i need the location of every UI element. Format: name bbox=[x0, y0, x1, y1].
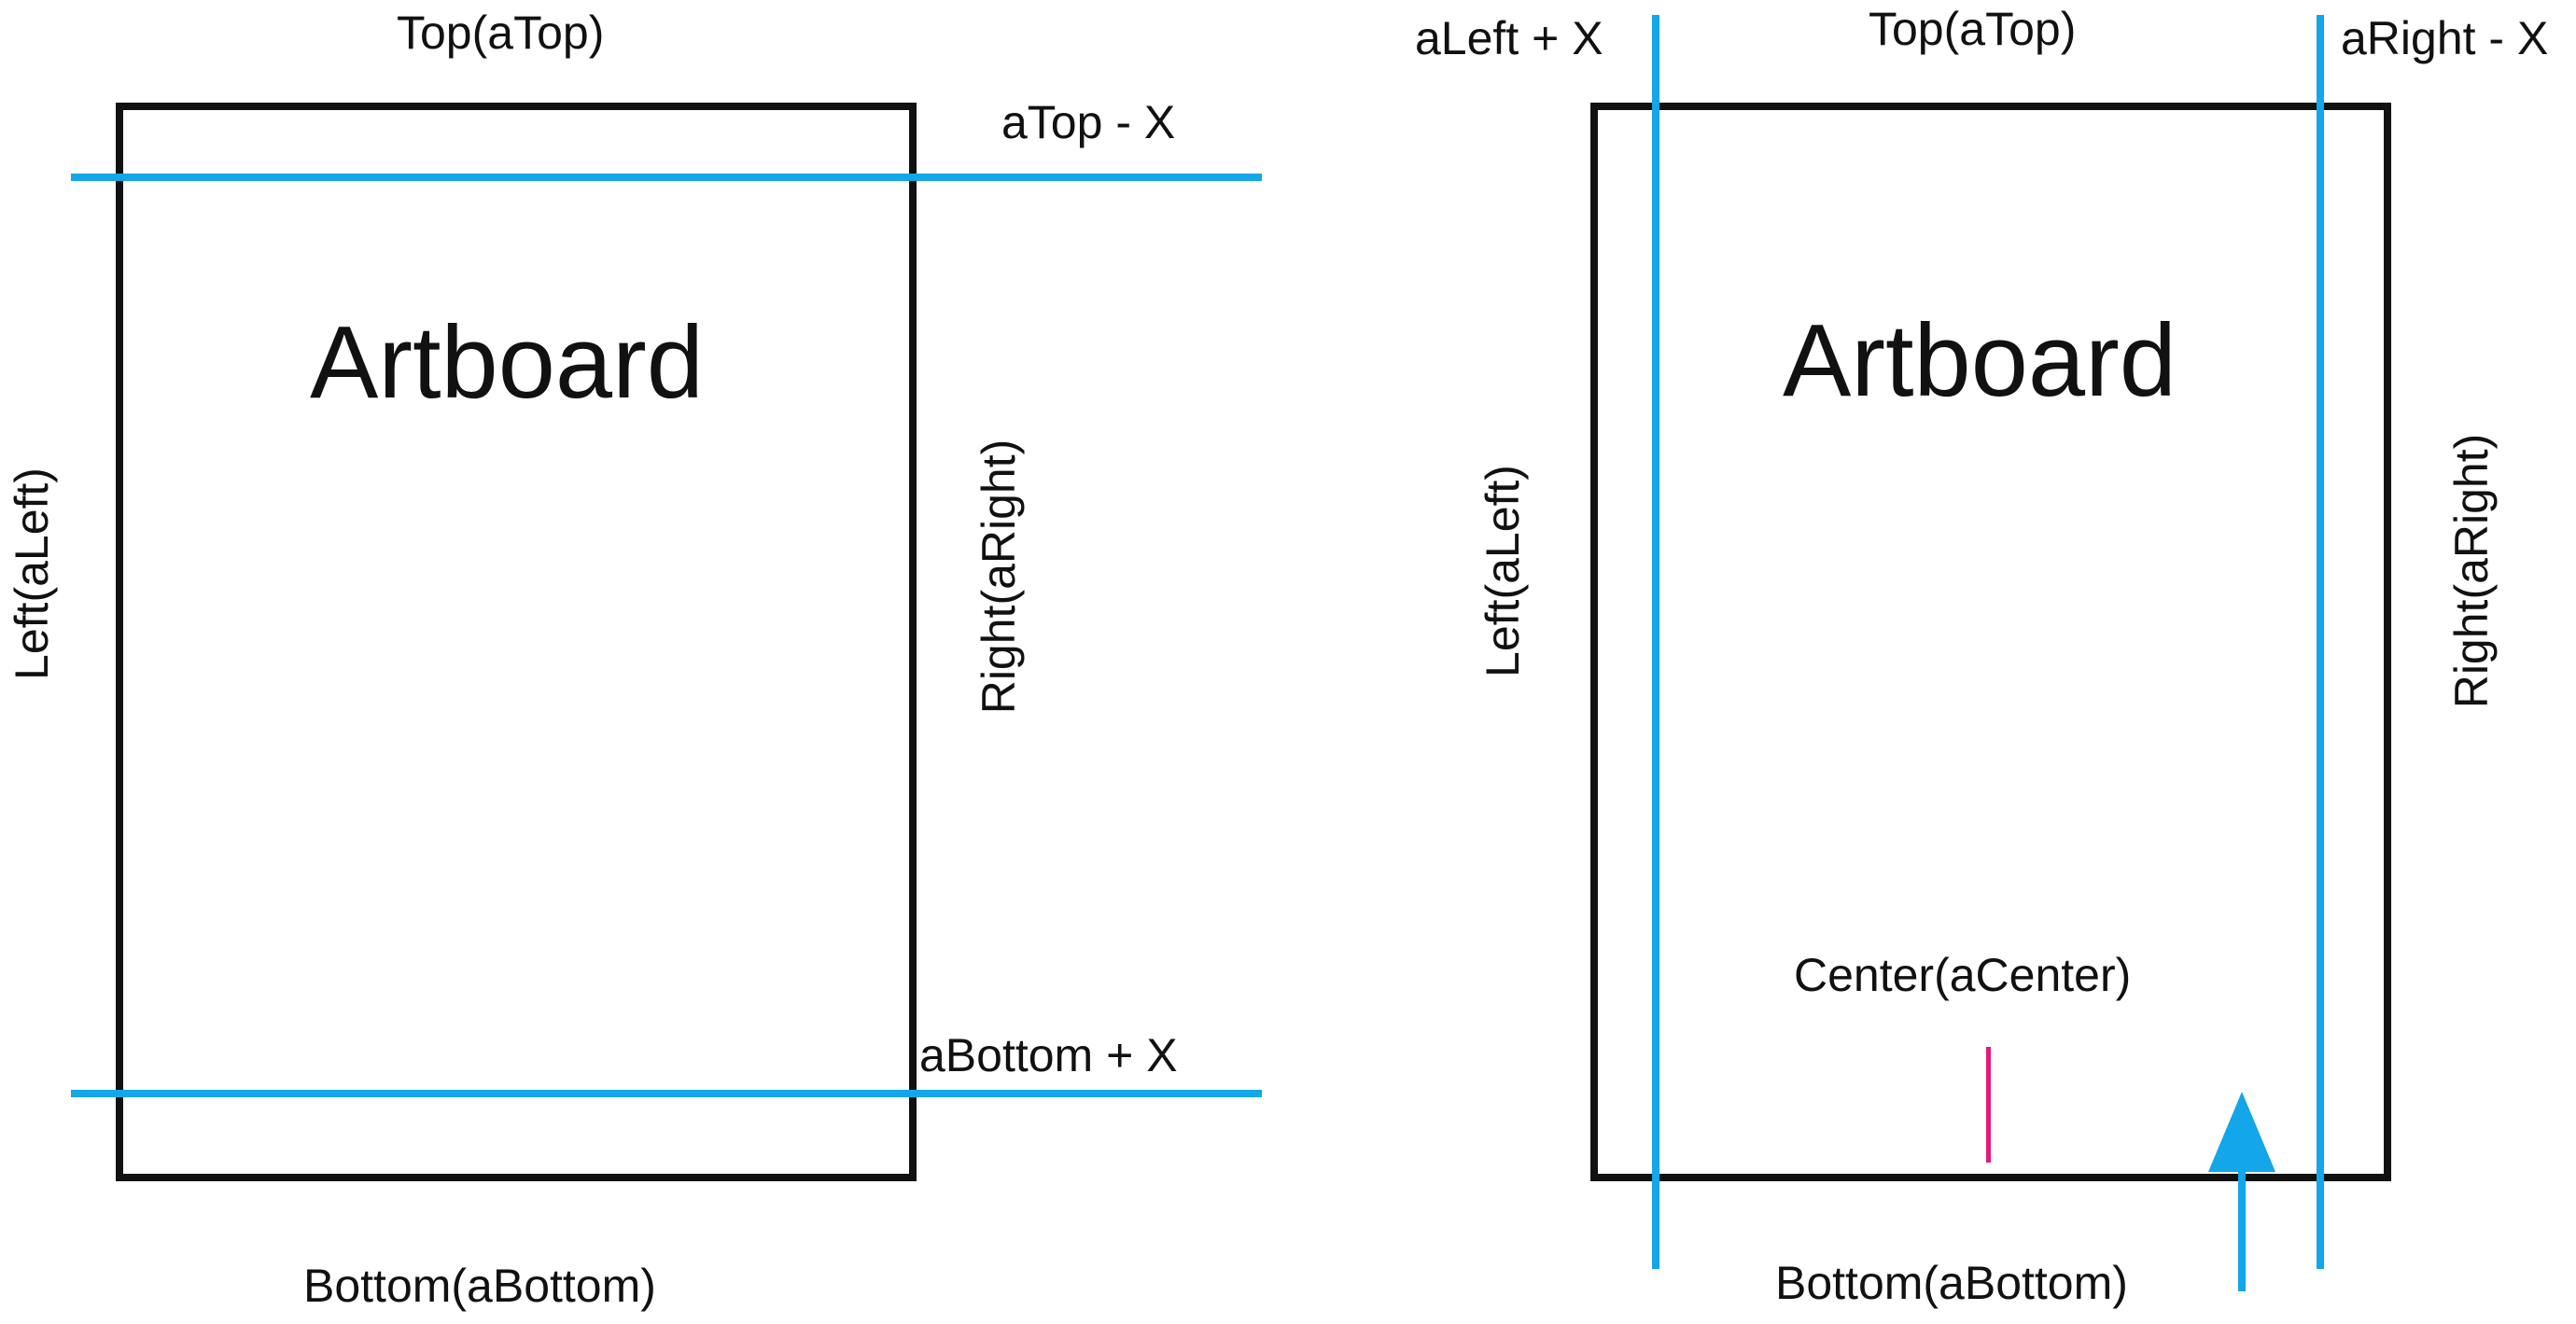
artboard-frame bbox=[1590, 103, 2391, 1181]
guide-bottom bbox=[71, 1090, 1262, 1097]
right-label: Right(aRight) bbox=[973, 439, 1025, 715]
guide-bottom-label: aBottom + X bbox=[919, 1029, 1178, 1081]
guide-right bbox=[2317, 15, 2324, 1269]
top-label: Top(aTop) bbox=[1869, 3, 2077, 55]
artboard-label: Artboard bbox=[1783, 303, 2177, 418]
right-label: Right(aRight) bbox=[2445, 433, 2498, 709]
artboard-label: Artboard bbox=[310, 305, 704, 420]
guide-right-label: aRight - X bbox=[2341, 12, 2549, 64]
bottom-label: Bottom(aBottom) bbox=[303, 1260, 656, 1312]
artboard-frame bbox=[116, 103, 917, 1181]
left-label: Left(aLeft) bbox=[1477, 465, 1529, 677]
guide-top bbox=[71, 174, 1262, 181]
guide-top-label: aTop - X bbox=[1001, 96, 1176, 148]
bottom-label: Bottom(aBottom) bbox=[1775, 1257, 2128, 1309]
guide-left-label: aLeft + X bbox=[1415, 12, 1603, 64]
center-label: Center(aCenter) bbox=[1794, 949, 2132, 1001]
up-arrow-head bbox=[2208, 1092, 2275, 1172]
right-diagram: Artboard aLeft + X Top(aTop) aRight - X … bbox=[1288, 0, 2576, 1324]
left-diagram: Artboard Top(aTop) aTop - X aBottom + X … bbox=[6, 7, 1262, 1312]
center-marker bbox=[1986, 1047, 1991, 1163]
top-label: Top(aTop) bbox=[397, 7, 605, 59]
left-label: Left(aLeft) bbox=[6, 467, 58, 680]
guide-left bbox=[1652, 15, 1659, 1269]
up-arrow-shaft bbox=[2238, 1166, 2246, 1291]
